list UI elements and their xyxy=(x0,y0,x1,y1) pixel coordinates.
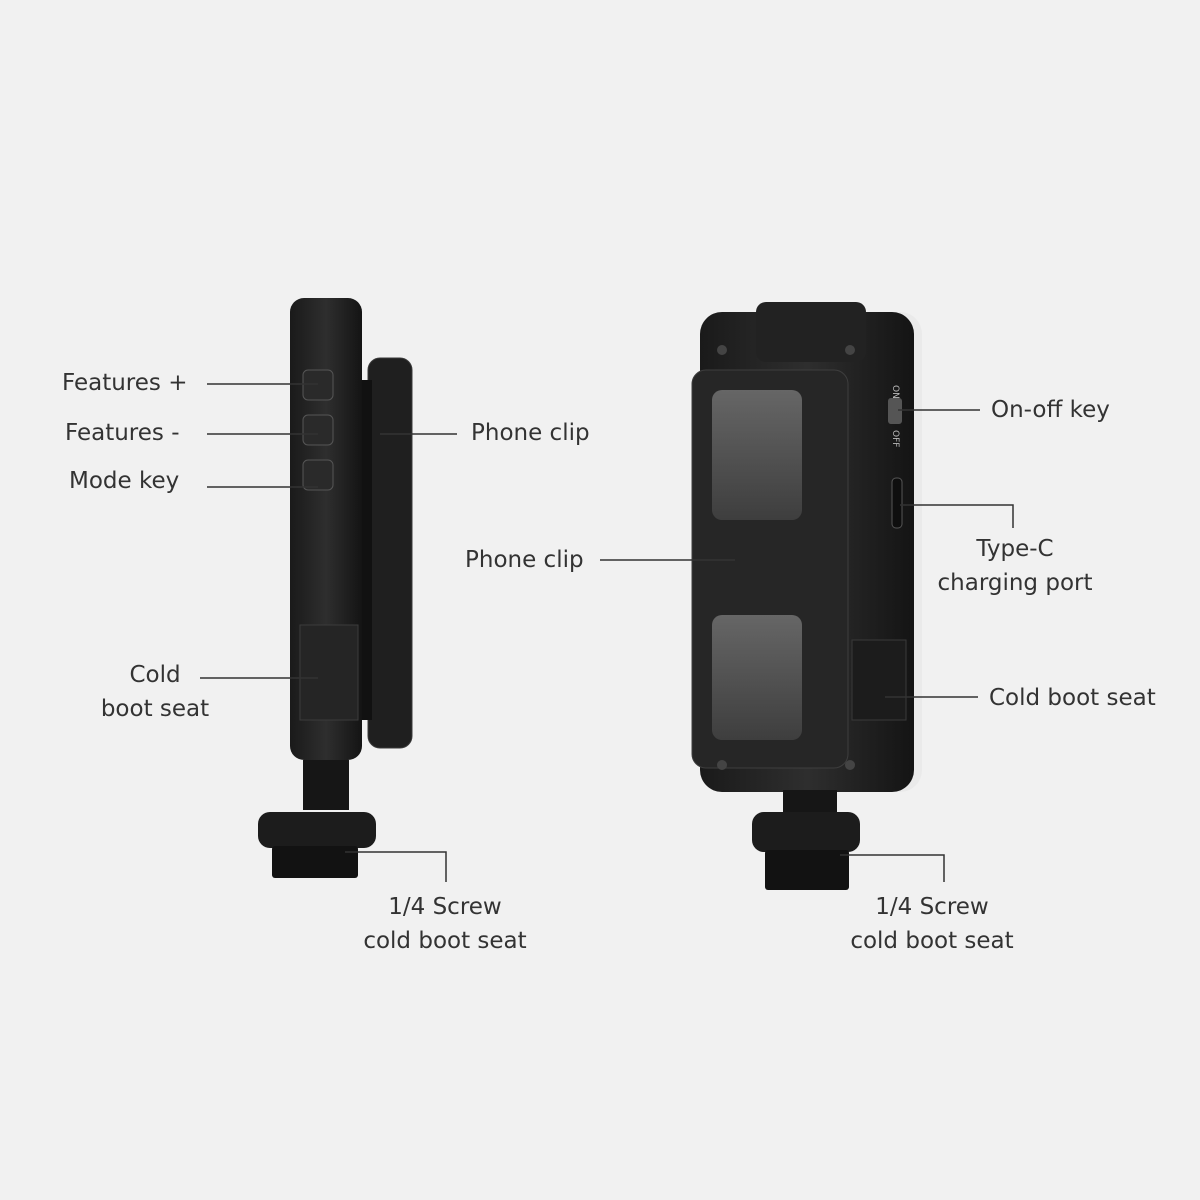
cold-boot-seat-label-right: Cold boot seat xyxy=(989,685,1156,711)
on-off-key-label: On-off key xyxy=(991,397,1110,423)
cold-boot-line-2: boot seat xyxy=(100,696,210,722)
screw-line-2: cold boot seat xyxy=(363,928,527,954)
switch-off-text: OFF xyxy=(890,430,900,447)
cold-boot-seat-label-left: Cold boot seat xyxy=(90,658,220,726)
features-plus-label: Features + xyxy=(62,370,188,396)
phone-clip-label-left: Phone clip xyxy=(471,420,590,446)
screw-line-1: 1/4 Screw xyxy=(875,894,989,920)
screw-line-1: 1/4 Screw xyxy=(388,894,502,920)
type-c-line-2: charging port xyxy=(937,570,1093,596)
mode-key-label: Mode key xyxy=(69,468,180,494)
screw-line-2: cold boot seat xyxy=(850,928,1014,954)
features-minus-label: Features - xyxy=(65,420,180,446)
leader-lines xyxy=(200,383,1014,882)
phone-clip-label-right: Phone clip xyxy=(465,547,584,573)
cold-boot-line-1: Cold xyxy=(129,662,181,688)
type-c-label: Type-C charging port xyxy=(915,532,1115,600)
type-c-line-1: Type-C xyxy=(976,536,1054,562)
switch-on-text: ON xyxy=(890,385,900,399)
screw-label-left: 1/4 Screw cold boot seat xyxy=(345,890,545,958)
side-view-device xyxy=(258,298,413,878)
back-view-device: ON OFF xyxy=(691,302,922,890)
screw-label-right: 1/4 Screw cold boot seat xyxy=(832,890,1032,958)
